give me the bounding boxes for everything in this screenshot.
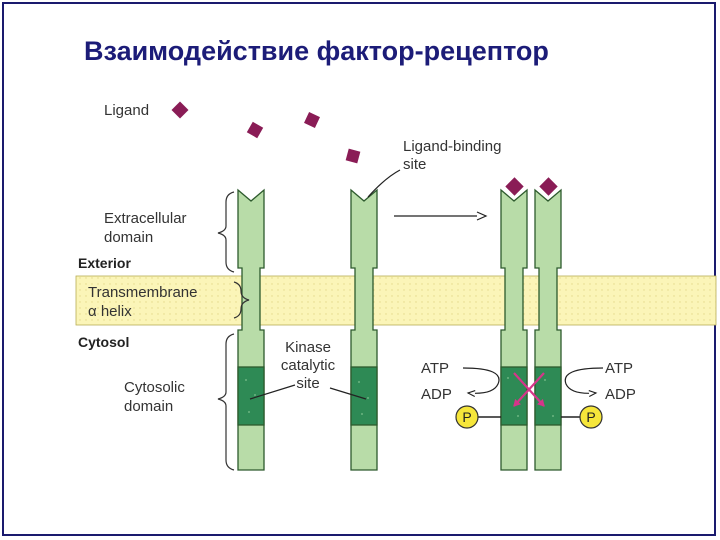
adp-label-right: ADP: [605, 386, 636, 403]
ligand-bound-2: [539, 177, 558, 196]
cytosolic-label-line1: Cytosolic: [124, 379, 185, 396]
receptor-dimer-left: [500, 188, 528, 471]
ligand-legend-diamond: [171, 101, 189, 119]
phosphate-circle-left: [455, 405, 479, 429]
receptor-2: [350, 188, 378, 471]
ligands: [171, 101, 558, 196]
ligand-label: Ligand: [104, 102, 149, 119]
extracellular-label-line2: domain: [104, 229, 153, 246]
ligand-binding-pointer: [367, 169, 401, 198]
kinase-domain-4: [534, 366, 562, 426]
exterior-label: Exterior: [78, 255, 131, 271]
receptor-1: [237, 188, 265, 471]
cytosolic-brace: [217, 333, 235, 471]
slide-title: Взаимодействие фактор-рецептор: [84, 36, 549, 66]
kinase-label-line2: catalytic: [281, 357, 336, 374]
ligand-free-1: [246, 121, 264, 139]
kinase-pointer-right: [329, 387, 367, 400]
adp-label-left: ADP: [421, 386, 452, 403]
ligand-bound-1: [505, 177, 524, 196]
ligand-binding-label-line2: site: [403, 156, 426, 173]
transmembrane-brace: [233, 281, 250, 319]
ligand-binding-label-line1: Ligand-binding: [403, 138, 501, 155]
membrane-band: [75, 275, 717, 326]
transmembrane-label-line1: Transmembrane: [88, 284, 197, 301]
receptor-dimer-right: [534, 188, 562, 471]
kinase-pointer-left: [249, 384, 296, 400]
cytosolic-label-line2: domain: [124, 398, 173, 415]
kinase-label-line3: site: [296, 375, 319, 392]
atp-label-left: ATP: [421, 360, 449, 377]
extracellular-label-line1: Extracellular: [104, 210, 187, 227]
atp-adp-arrow-left: [462, 367, 500, 398]
cytosol-label: Cytosol: [78, 334, 129, 350]
transmembrane-label-line2: α helix: [88, 303, 132, 320]
kinase-label-line1: Kinase: [285, 339, 331, 356]
atp-label-right: ATP: [605, 360, 633, 377]
cross-phosphorylation-arrow-2: [513, 372, 545, 407]
extracellular-brace: [217, 191, 235, 273]
ligand-free-2: [304, 112, 320, 128]
phosphate-label-right: P: [586, 409, 595, 425]
ligand-free-3: [345, 148, 361, 164]
phosphate-label-left: P: [462, 409, 471, 425]
phosphate-circle-right: [579, 405, 603, 429]
atp-adp-arrow-right: [564, 367, 604, 398]
kinase-speckles: [245, 377, 554, 417]
